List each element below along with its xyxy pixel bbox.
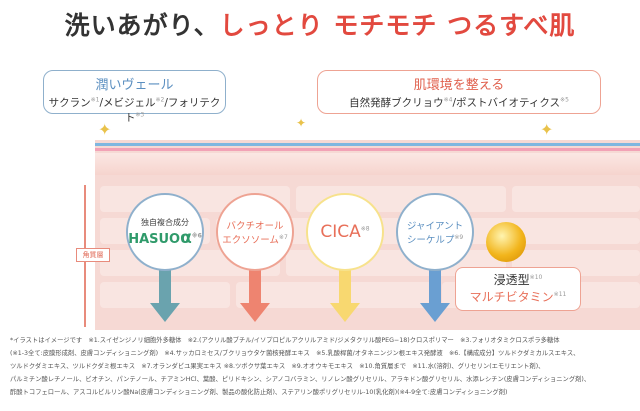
label: CICA (320, 222, 361, 242)
note: ※7 (278, 233, 288, 241)
vitamin-box: 浸透型※10 マルチビタミン※11 (455, 267, 581, 311)
title-red: しっとり モチモチ つるすべ肌 (219, 11, 576, 40)
note: ※6 (191, 232, 202, 240)
footnote-line: 酢酸トコフェロール、アスコルビルリン酸Na(皮膚コンディショニング剤、製品の酸化… (10, 389, 508, 396)
veil-ingredients: サクラン※1/メビジェル※2/フォリテクト※3 (44, 95, 225, 125)
label: シーケルプ (406, 235, 455, 246)
label: マルチビタミン (469, 290, 554, 304)
note: ※2 (155, 96, 165, 104)
label: 独自複合成分 (141, 217, 189, 227)
surface-layer (95, 153, 640, 175)
note: ※9 (454, 233, 464, 241)
note: ※1 (90, 96, 100, 104)
page-title: 洗いあがり、しっとり モチモチ つるすべ肌 (0, 6, 640, 42)
label: HASUO (128, 231, 181, 247)
stratum-label: 角質層 (76, 248, 110, 262)
note: ※5 (560, 96, 569, 104)
title-black: 洗いあがり、 (64, 11, 220, 40)
sparkle-icon: ✦ (98, 120, 112, 139)
note: ※3 (135, 111, 145, 119)
alpha: α (180, 227, 192, 248)
footnote-line: パルミチン酸レチノール、ビオチン、パンテノール、チアミンHCl、葉酸、ピリドキシ… (10, 376, 591, 383)
sparkle-icon: ✦ (296, 116, 307, 130)
ingredient: /ポストバイオティクス (452, 97, 561, 109)
label: バクチオール (226, 221, 284, 232)
ingredient: /メビジェル (99, 97, 156, 109)
ingredient-kelp: ジャイアント シーケルプ※9 (396, 193, 474, 271)
ingredient: /フォリテクト (124, 97, 221, 124)
footnote-line: (※1-3全て:皮膜形成剤、皮膚コンディショニング剤) ※4.サッカロミセス/ブ… (10, 350, 580, 357)
veil-line (95, 143, 640, 146)
label: 浸透型 (493, 273, 530, 287)
note: ※11 (553, 291, 567, 298)
moisture-veil-box: 潤いヴェール サクラン※1/メビジェル※2/フォリテクト※3 (43, 70, 226, 124)
vitamin-capsule-icon (486, 222, 526, 262)
ingredient-cica: CICA※8 (306, 193, 384, 271)
ingredient: 自然発酵ブクリョウ (349, 97, 444, 109)
ingredient: サクラン (48, 97, 91, 109)
ingredient-bakuchiol: バクチオール エクソソーム※7 (216, 193, 294, 271)
footnote-line: *イラストはイメージです ※1.スイゼンジノリ細胞外多糖体 ※2.(アクリル酸ブ… (10, 337, 560, 344)
note: ※10 (529, 274, 543, 281)
sparkle-icon: ✦ (540, 120, 554, 139)
footnote-line: ツルドクダミエキス、ツルドクダミ根エキス ※7.オランダビユ果実エキス ※8.ツ… (10, 363, 545, 370)
balance-ingredients: 自然発酵ブクリョウ※4/ポストバイオティクス※5 (318, 95, 600, 110)
balance-heading: 肌環境を整える (413, 78, 505, 93)
label: エクソソーム (222, 235, 279, 246)
note: ※4 (443, 96, 453, 104)
note: ※8 (360, 225, 370, 233)
veil-heading: 潤いヴェール (95, 78, 174, 93)
label: ジャイアント (406, 221, 464, 232)
ingredient-hasuo: 独自複合成分 HASUOα※6 (126, 193, 204, 271)
skin-balance-box: 肌環境を整える 自然発酵ブクリョウ※4/ポストバイオティクス※5 (317, 70, 601, 114)
footnotes: *イラストはイメージです ※1.スイゼンジノリ細胞外多糖体 ※2.(アクリル酸ブ… (10, 334, 635, 399)
veil-line (95, 148, 640, 151)
